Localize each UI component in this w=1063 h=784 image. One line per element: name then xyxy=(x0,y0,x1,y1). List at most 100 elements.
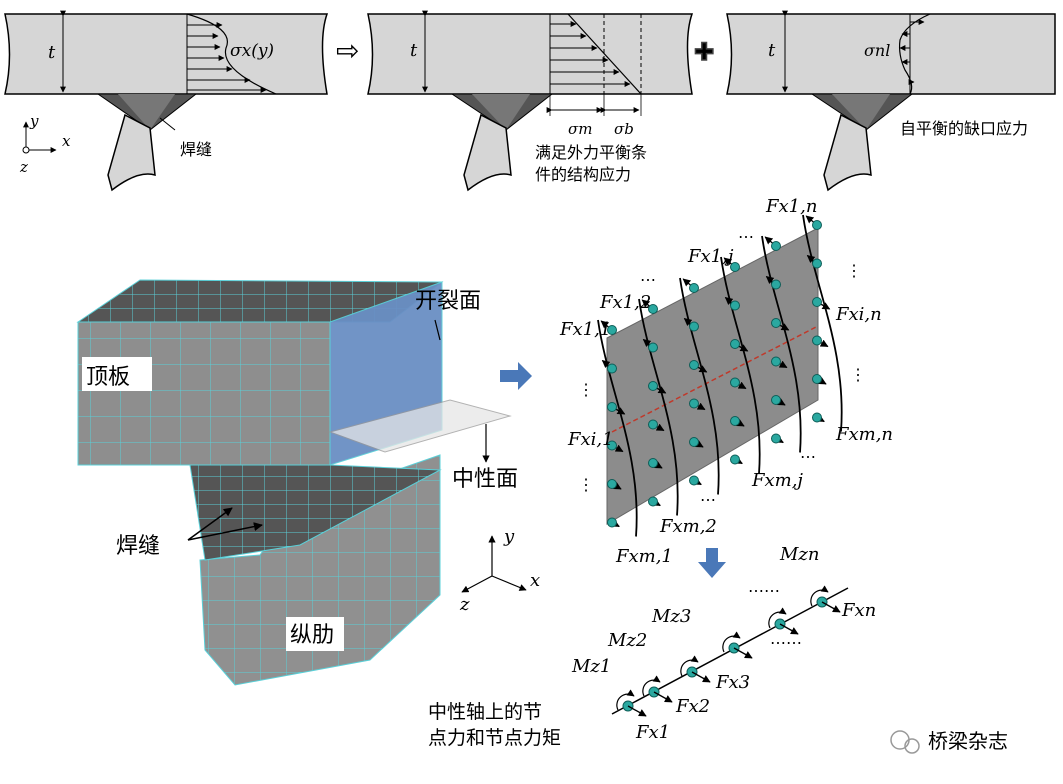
moment-arrow xyxy=(680,655,699,677)
plane-node xyxy=(812,412,822,423)
plane-node xyxy=(689,321,699,332)
force-curve xyxy=(597,319,638,537)
plane-node xyxy=(812,374,822,384)
stress-arrows xyxy=(187,22,267,93)
force-label-1-n: Fx1,n xyxy=(765,196,817,217)
crack-face-label: 开裂面 xyxy=(415,289,481,314)
moment-label-n: Mzn xyxy=(779,544,820,565)
svg-text:⋮: ⋮ xyxy=(850,365,866,384)
svg-text:⋯⋯: ⋯⋯ xyxy=(748,581,780,600)
plane-node xyxy=(607,440,617,451)
axial-label-n: Fxn xyxy=(841,600,876,621)
axial-force-arrow xyxy=(733,647,753,659)
notch-arrows xyxy=(899,19,925,85)
plate-section-1 xyxy=(4,13,329,95)
sigma-nl-label: σnl xyxy=(864,41,890,60)
axial-force-arrow xyxy=(821,601,841,613)
plane-node xyxy=(812,258,822,269)
top-plate-label: 顶板 xyxy=(86,365,130,390)
svg-text:⋮: ⋮ xyxy=(578,380,594,399)
top-plate-front-face xyxy=(77,321,331,466)
panel-structural-stress: t σm σb 满足外力平衡条 件的结构应力 xyxy=(367,10,694,192)
plane-node xyxy=(812,297,822,307)
thickness-label: t xyxy=(48,42,56,63)
plane-node xyxy=(689,398,699,409)
force-label-1-2: Fx1,2 xyxy=(599,292,651,313)
force-curve xyxy=(761,235,802,453)
thickness-label-2: t xyxy=(410,40,418,61)
plane-node xyxy=(771,241,781,251)
moment-label-3: Mz3 xyxy=(651,606,691,627)
plane-node xyxy=(689,360,699,370)
plane-node xyxy=(607,402,617,412)
neutral-plane xyxy=(328,399,512,453)
force-curve xyxy=(720,256,761,474)
plane-node xyxy=(771,433,781,444)
svg-text:⋮: ⋮ xyxy=(846,261,862,280)
plane-node xyxy=(648,458,658,468)
svg-text:⋯⋯: ⋯⋯ xyxy=(770,633,802,652)
nodal-caption-2: 点力和节点力矩 xyxy=(428,727,561,749)
svg-text:⋯: ⋯ xyxy=(700,490,716,509)
force-label-m-2: Fxm,2 xyxy=(659,516,717,537)
wechat-icon xyxy=(890,730,910,750)
op-plus: ✚ xyxy=(694,38,714,66)
moment-arrow xyxy=(722,631,741,653)
axial-label-2: Fx2 xyxy=(675,696,710,717)
moment-arrow xyxy=(616,689,635,711)
weld-label-top: 焊缝 xyxy=(180,140,212,159)
moment-label-2: Mz2 xyxy=(607,630,647,651)
panel-notch-stress: t σnl 自平衡的缺口应力 xyxy=(726,10,1056,192)
sigma-m-label: σm xyxy=(568,120,592,138)
fe-model: 顶板 开裂面 中性面 焊缝 纵肋 xyxy=(76,279,518,686)
axis-y-label-top: y xyxy=(29,112,39,130)
axis-x-label: x xyxy=(530,570,540,591)
neutral-axis-nodes: Mz1 Mz2 Mz3 Mzn Fx1 Fx2 Fx3 Fxn ⋯⋯⋯⋯ 中性轴… xyxy=(428,544,876,749)
plate-section-2 xyxy=(367,13,694,95)
moment-arrow xyxy=(642,675,661,697)
neutral-face-label: 中性面 xyxy=(452,467,518,492)
svg-text:⋯: ⋯ xyxy=(640,270,656,289)
axial-force-arrow xyxy=(653,691,673,703)
plane-node xyxy=(607,479,617,489)
nodal-force-plane: Fx1,1 Fx1,2 Fx1,j Fx1,n Fxi,1 Fxi,n Fxm,… xyxy=(559,196,893,567)
axial-force-arrow xyxy=(779,623,799,635)
notch-stress-caption: 自平衡的缺口应力 xyxy=(900,119,1028,138)
force-label-m-n: Fxm,n xyxy=(835,424,893,445)
force-label-1-1: Fx1,1 xyxy=(559,319,611,340)
plane-nodes xyxy=(607,220,822,528)
moment-arrow xyxy=(810,585,829,607)
plane-node xyxy=(648,304,658,314)
nodal-caption-1: 中性轴上的节 xyxy=(428,701,542,723)
rib-stub-3 xyxy=(823,113,872,192)
force-curve xyxy=(679,277,720,495)
structural-stress-caption-2: 件的结构应力 xyxy=(535,165,631,184)
transform-arrow-down xyxy=(698,548,726,578)
force-label-i-n: Fxi,n xyxy=(835,304,882,325)
axial-label-1: Fx1 xyxy=(635,722,670,743)
plane-node xyxy=(812,220,822,230)
svg-text:⋯: ⋯ xyxy=(738,227,754,246)
svg-text:⋮: ⋮ xyxy=(578,475,594,494)
force-label-m-j: Fxm,j xyxy=(751,470,803,491)
transform-arrow-right xyxy=(500,362,532,390)
weld-leader xyxy=(159,117,176,131)
axial-force-arrow xyxy=(627,705,647,717)
plane-node xyxy=(607,517,617,528)
force-curve xyxy=(638,298,679,516)
plane-node xyxy=(812,335,822,346)
neutral-axis-line xyxy=(611,325,819,433)
plane-node xyxy=(689,475,699,486)
plate-section-3 xyxy=(726,13,1056,95)
plane-node xyxy=(730,377,740,388)
axis-triad: y x z xyxy=(459,526,540,615)
structural-stress-caption-1: 满足外力平衡条 xyxy=(535,143,647,162)
structural-arrows xyxy=(550,21,631,87)
axis-x-label-top: x xyxy=(62,132,71,150)
plane-node xyxy=(771,395,781,405)
plane-node xyxy=(730,300,740,311)
rib-label: 纵肋 xyxy=(290,623,334,648)
axial-label-3: Fx3 xyxy=(715,672,750,693)
crack-plane-grid xyxy=(606,227,819,525)
